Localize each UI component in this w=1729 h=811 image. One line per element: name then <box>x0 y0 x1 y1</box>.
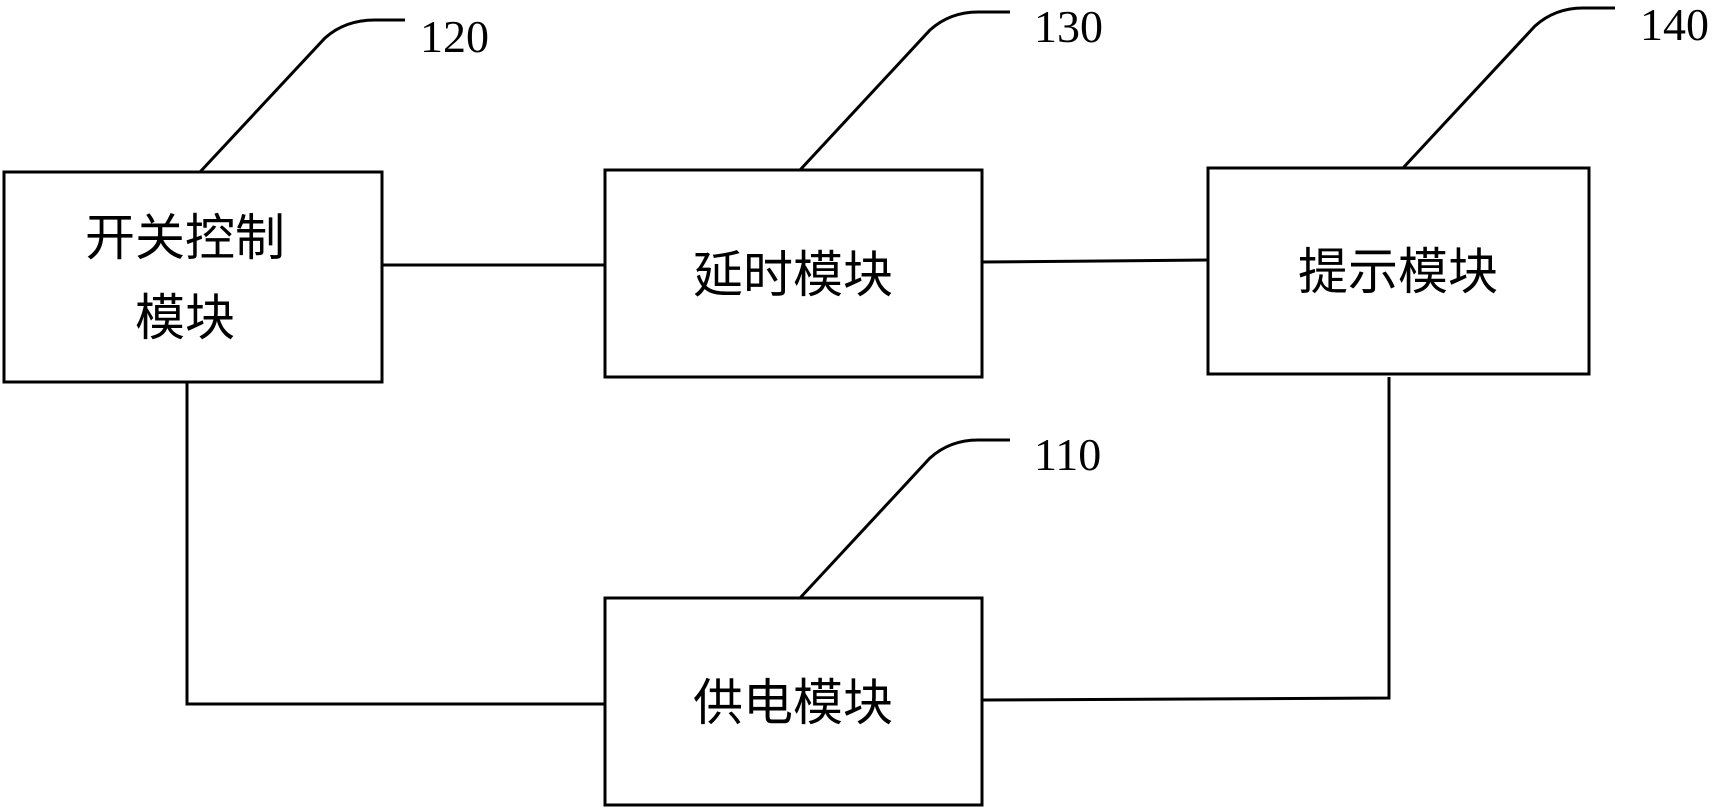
ref-number-140: 140 <box>1640 0 1709 50</box>
power-supply-module-label: 供电模块 <box>693 674 893 732</box>
switch-control-label-line1: 开关控制 <box>85 209 285 267</box>
wire-prompt-to-power <box>982 377 1389 700</box>
switch-control-label-line2: 模块 <box>135 289 235 347</box>
switch-control-module-box <box>4 172 382 382</box>
ref-number-130: 130 <box>1034 1 1103 52</box>
leader-line-120 <box>200 20 405 172</box>
ref-number-110: 110 <box>1034 429 1101 480</box>
leader-line-110 <box>800 440 1010 598</box>
delay-module-label: 延时模块 <box>693 246 893 304</box>
prompt-module-label: 提示模块 <box>1298 243 1498 301</box>
wire-delay-to-prompt <box>982 260 1208 262</box>
wire-switch-to-power <box>187 382 605 704</box>
ref-number-120: 120 <box>420 11 489 62</box>
leader-line-140 <box>1403 8 1615 168</box>
leader-line-130 <box>800 12 1010 170</box>
